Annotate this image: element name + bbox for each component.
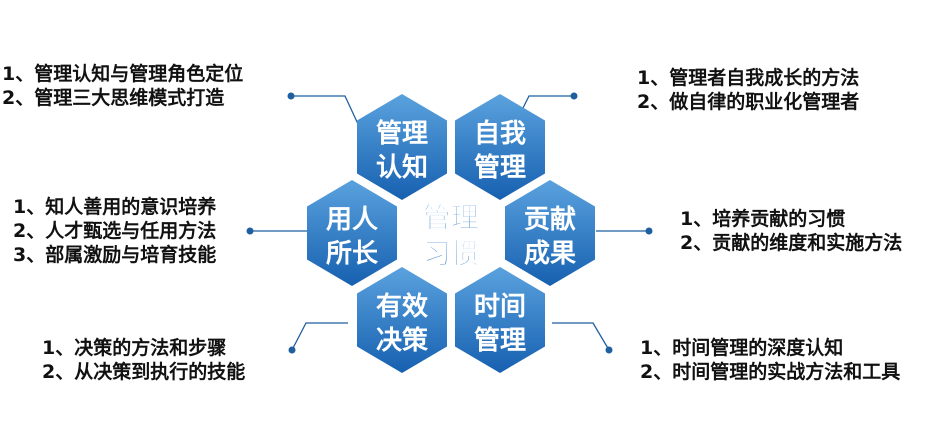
hexagon-people-line1: 用人 (326, 205, 378, 235)
hexagon-cognition-line2: 认知 (376, 153, 428, 183)
description-contribution-item-1: 1、培养贡献的习惯 (680, 208, 846, 230)
dot-contribution (645, 227, 653, 235)
description-time-item-1: 1、时间管理的深度认知 (640, 337, 844, 359)
description-decision-item-2: 2、从决策到执行的技能 (42, 361, 246, 383)
description-people-item-3: 3、部属激励与培育技能 (13, 244, 217, 266)
hexagon-decision: 有效 决策 (357, 267, 447, 373)
dot-cognition (287, 92, 295, 100)
hexagon-cognition: 管理 认知 (357, 94, 447, 200)
hexagon-contribution-line2: 成果 (524, 239, 576, 269)
hexagon-people: 用人 所长 (307, 180, 397, 286)
hexagon-time-line2: 管理 (474, 326, 526, 356)
hexagon-time-line1: 时间 (474, 292, 526, 322)
dot-decision (288, 346, 296, 354)
description-contribution: 1、培养贡献的习惯 2、贡献的维度和实施方法 (680, 207, 902, 255)
description-cognition: 1、管理认知与管理角色定位 2、管理三大思维模式打造 (2, 62, 243, 110)
description-contribution-item-2: 2、贡献的维度和实施方法 (680, 232, 903, 254)
hexagon-contribution: 贡献 成果 (505, 180, 595, 286)
dot-people (246, 227, 254, 235)
description-decision: 1、决策的方法和步骤 2、从决策到执行的技能 (42, 336, 245, 384)
description-self-item-1: 1、管理者自我成长的方法 (637, 67, 860, 89)
description-time: 1、时间管理的深度认知 2、时间管理的实战方法和工具 (640, 336, 900, 384)
hexagon-people-line2: 所长 (326, 239, 379, 269)
hexagon-decision-line2: 决策 (376, 325, 428, 356)
connector-decision (291, 322, 348, 351)
hexagon-self-line1: 自我 (474, 118, 526, 149)
center-label-line1: 管理 (423, 201, 479, 234)
hexagon-time: 时间 管理 (455, 267, 545, 373)
description-self: 1、管理者自我成长的方法 2、做自律的职业化管理者 (637, 66, 859, 114)
hexagon-cognition-line1: 管理 (376, 119, 428, 149)
description-cognition-item-2: 2、管理三大思维模式打造 (2, 87, 225, 109)
description-time-item-2: 2、时间管理的实战方法和工具 (640, 361, 901, 383)
connector-dots (246, 92, 653, 354)
hexagon-self-line2: 管理 (474, 153, 526, 183)
description-self-item-2: 2、做自律的职业化管理者 (637, 91, 860, 113)
connector-cognition (291, 95, 359, 125)
center-label-line2: 习惯 (423, 237, 479, 270)
description-decision-item-1: 1、决策的方法和步骤 (42, 337, 227, 359)
description-cognition-item-1: 1、管理认知与管理角色定位 (2, 63, 244, 85)
hexagon-decision-line1: 有效 (376, 291, 428, 322)
center-label: 管理 习惯 (423, 201, 480, 271)
dot-self (570, 92, 578, 100)
hexagon-contribution-line1: 贡献 (524, 205, 576, 235)
description-people: 1、知人善用的意识培养 2、人才甄选与任用方法 3、部属激励与培育技能 (13, 195, 216, 267)
description-people-item-1: 1、知人善用的意识培养 (13, 196, 217, 218)
dot-time (605, 346, 613, 354)
description-people-item-2: 2、人才甄选与任用方法 (13, 220, 217, 242)
connector-time (552, 322, 610, 351)
connector-lines (250, 95, 649, 351)
hexagon-self: 自我 管理 (455, 94, 545, 200)
